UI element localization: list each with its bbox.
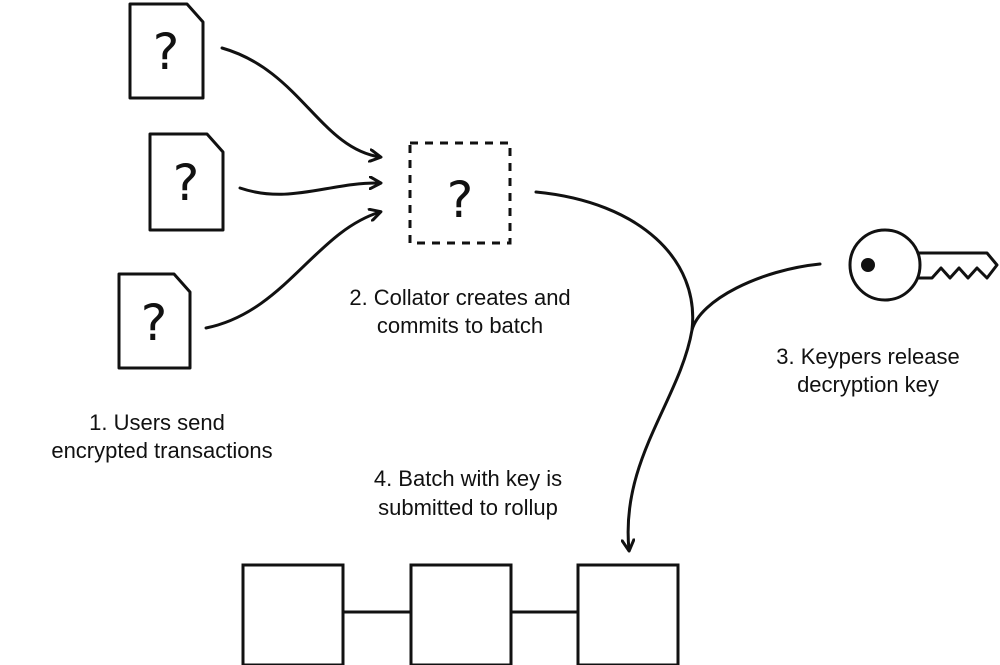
key-icon: [848, 228, 999, 302]
document-question-mark: ?: [173, 154, 200, 212]
batch-question-mark: ?: [447, 171, 474, 229]
encrypted-transaction-document-3: ?: [117, 272, 192, 370]
step-3-line-1: 3. Keypers release: [776, 344, 959, 369]
arrow-batch-to-rollup-block: [534, 190, 695, 550]
step-2-line-1: 2. Collator creates and: [349, 285, 570, 310]
document-question-mark: ?: [141, 294, 168, 352]
step-1-line-1: 1. Users send: [89, 410, 225, 435]
step-4-line-1: 4. Batch with key is: [374, 466, 562, 491]
arrow-document1-to-batch: [220, 46, 380, 157]
arrow-document3-to-batch: [204, 212, 380, 330]
block-icon: [576, 563, 680, 665]
collator-batch: ?: [408, 141, 512, 245]
step-4-line-2: submitted to rollup: [378, 495, 558, 520]
step-1-caption: 1. Users send encrypted transactions: [51, 410, 272, 463]
step-2-line-2: commits to batch: [377, 313, 543, 338]
encrypted-transaction-document-1: ?: [128, 2, 205, 100]
step-4-caption: 4. Batch with key is submitted to rollup: [374, 466, 562, 520]
block-icon: [409, 563, 513, 665]
document-icon: [128, 2, 205, 100]
encrypted-transaction-document-2: ?: [148, 132, 225, 232]
document-question-mark: ?: [153, 23, 180, 81]
block-icon: [241, 563, 345, 665]
key-hole: [861, 258, 875, 272]
step-2-caption: 2. Collator creates and commits to batch: [349, 285, 570, 338]
rollup-chain: [241, 563, 680, 665]
step-3-line-2: decryption key: [797, 372, 939, 397]
document-icon: [148, 132, 225, 232]
step-1-line-2: encrypted transactions: [51, 438, 272, 463]
dashed-batch-box: [408, 141, 512, 245]
document-icon: [117, 272, 192, 370]
step-3-caption: 3. Keypers release decryption key: [776, 344, 959, 397]
arrow-document2-to-batch: [238, 183, 380, 196]
key-merge-curve: [690, 262, 822, 332]
